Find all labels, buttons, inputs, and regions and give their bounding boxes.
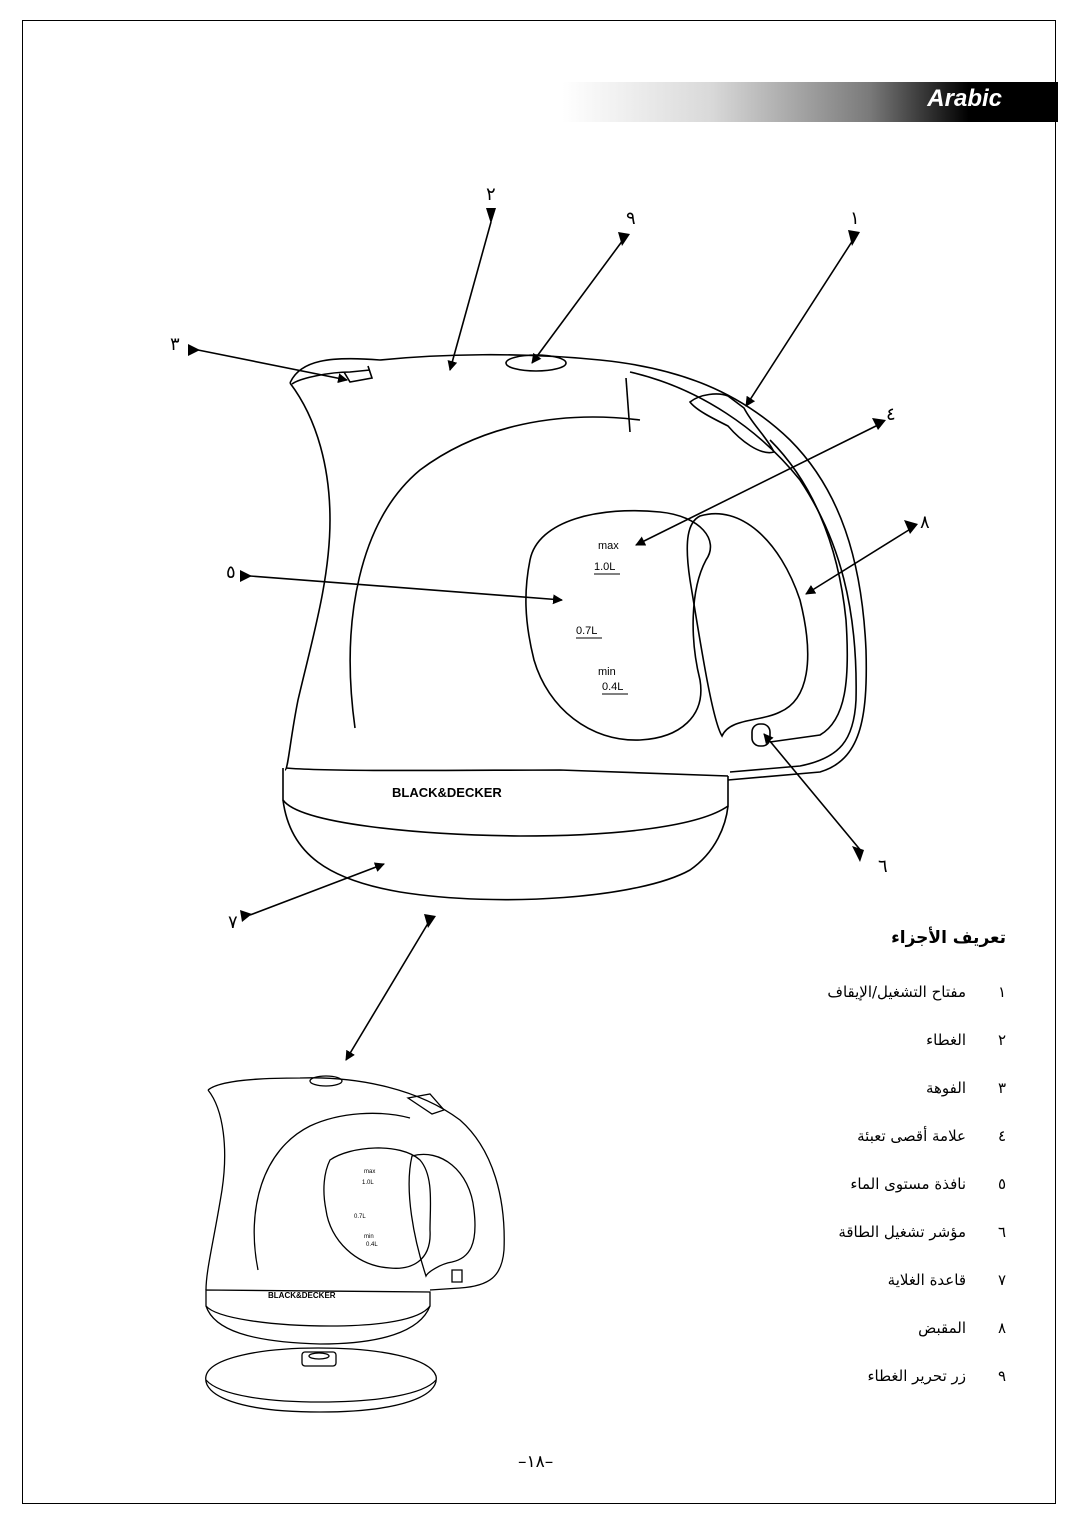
part-label: زر تحرير الغطاء — [867, 1367, 966, 1385]
arrow-4 — [635, 423, 881, 546]
callout-8: ٨ — [920, 512, 930, 533]
part-number: ٤ — [997, 1127, 1006, 1145]
gauge-min: min — [598, 666, 616, 678]
arrow-8 — [805, 527, 913, 595]
part-label: المقبض — [918, 1319, 966, 1337]
list-item: ٣ الفوهة — [820, 1064, 1006, 1112]
list-item: ٥ نافذة مستوى الماء — [820, 1160, 1006, 1208]
part-number: ٧ — [997, 1271, 1006, 1289]
gauge-mid: 0.7L — [576, 625, 597, 637]
part-label: قاعدة الغلاية — [887, 1271, 966, 1289]
arrow-6 — [763, 733, 863, 853]
arrow-3 — [197, 349, 348, 384]
page-number: –١٨– — [518, 1452, 554, 1472]
small-kettle — [205, 1075, 505, 1345]
part-label: مؤشر تشغيل الطاقة — [838, 1223, 966, 1241]
list-item: ٨ المقبض — [820, 1304, 1006, 1352]
part-number: ٣ — [997, 1079, 1006, 1097]
gauge-max-small: max — [364, 1169, 375, 1175]
gauge-max: max — [598, 540, 619, 552]
part-number: ٩ — [997, 1367, 1006, 1385]
callout-2: ٢ — [486, 184, 496, 205]
callout-4: ٤ — [886, 404, 896, 425]
part-label: نافذة مستوى الماء — [850, 1175, 966, 1193]
list-item: ٧ قاعدة الغلاية — [820, 1256, 1006, 1304]
callout-5: ٥ — [226, 562, 236, 583]
list-item: ٦ مؤشر تشغيل الطاقة — [820, 1208, 1006, 1256]
gauge-min-small: min — [364, 1234, 374, 1240]
gauge-full: 1.0L — [594, 561, 615, 573]
page-border — [22, 20, 1056, 1504]
callout-1: ١ — [850, 208, 860, 229]
part-number: ٢ — [997, 1031, 1006, 1049]
gauge-low: 0.4L — [602, 681, 623, 693]
language-label: Arabic — [927, 85, 1002, 112]
parts-list: تعريف الأجزاء ١ مفتاح التشغيل/الإيقاف ٢ … — [820, 928, 1006, 1400]
parts-title: تعريف الأجزاء — [891, 928, 1006, 948]
callout-3: ٣ — [170, 334, 180, 355]
arrow-7 — [249, 862, 385, 916]
list-item: ١ مفتاح التشغيل/الإيقاف — [820, 968, 1006, 1016]
arrow-1 — [745, 239, 854, 407]
part-label: علامة أقصى تعبئة — [857, 1127, 966, 1145]
list-item: ٩ زر تحرير الغطاء — [820, 1352, 1006, 1400]
arrow-9 — [531, 239, 624, 364]
list-item: ٤ علامة أقصى تعبئة — [820, 1112, 1006, 1160]
gauge-mid-small: 0.7L — [354, 1214, 366, 1220]
part-label: الفوهة — [925, 1079, 966, 1097]
brand-logo: BLACK&DECKER — [392, 785, 502, 800]
brand-logo-small: BLACK&DECKER — [268, 1291, 336, 1300]
callout-7: ٧ — [228, 912, 238, 933]
part-number: ٥ — [997, 1175, 1006, 1193]
part-number: ٨ — [997, 1319, 1006, 1337]
part-label: مفتاح التشغيل/الإيقاف — [827, 983, 966, 1001]
part-number: ٦ — [997, 1223, 1006, 1241]
language-banner: Arabic — [562, 82, 1058, 122]
part-number: ١ — [997, 983, 1006, 1001]
arrow-5 — [249, 575, 563, 605]
main-kettle — [282, 353, 868, 901]
arrow-base — [345, 919, 431, 1061]
detached-lid — [205, 1347, 437, 1413]
arrow-2 — [447, 221, 492, 371]
callout-9: ٩ — [626, 208, 636, 229]
gauge-full-small: 1.0L — [362, 1180, 374, 1186]
gauge-low-small: 0.4L — [366, 1242, 378, 1248]
list-item: ٢ الغطاء — [820, 1016, 1006, 1064]
part-label: الغطاء — [926, 1031, 966, 1049]
callout-6: ٦ — [878, 856, 888, 877]
